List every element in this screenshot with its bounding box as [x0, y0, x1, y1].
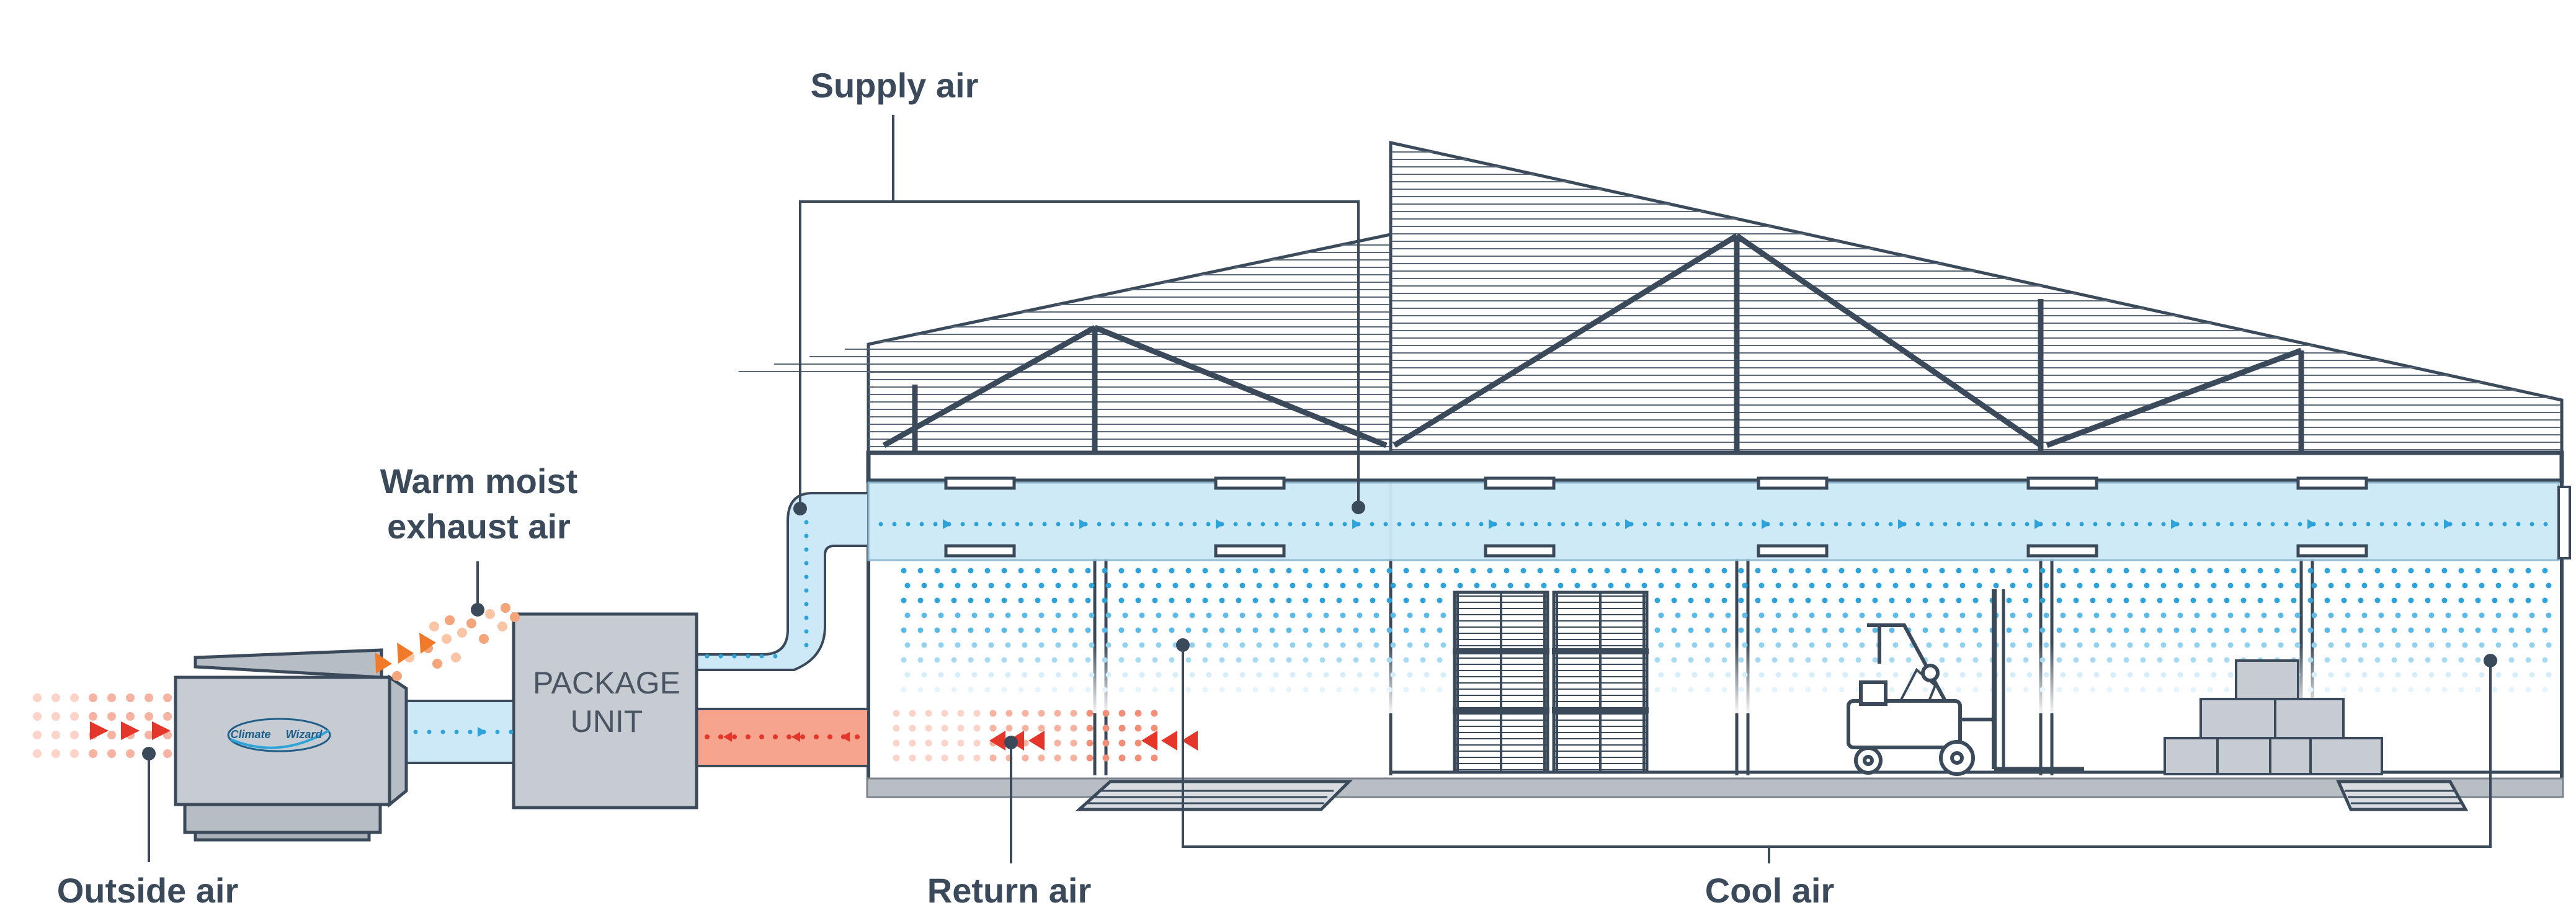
floor-grate-left	[1075, 780, 1353, 811]
supply-duct-end	[2557, 486, 2571, 559]
label-cool-air: Cool air	[1705, 871, 1834, 910]
callout-dots	[142, 501, 2497, 760]
exhaust-air-arrows	[375, 633, 436, 674]
label-warm-moist-line2: exhaust air	[387, 507, 571, 546]
roof-siding	[738, 151, 2560, 450]
supply-duct	[693, 476, 2571, 671]
return-air-flow	[705, 732, 860, 742]
supply-diffusers	[944, 476, 2368, 558]
pallet-stacks	[1453, 590, 1649, 774]
stacked-boxes	[2164, 659, 2383, 775]
climate-wizard-logo: Climate Wizard	[227, 718, 331, 752]
logo-word-wizard: Wizard	[286, 728, 323, 741]
roof-trusses	[882, 233, 2304, 453]
warehouse-building	[738, 140, 2564, 778]
forklift	[1847, 589, 2084, 776]
logo-word-climate: Climate	[230, 728, 270, 741]
cool-air-fade	[881, 558, 2556, 713]
label-return-air: Return air	[927, 871, 1092, 910]
floor	[866, 770, 2564, 811]
package-unit-label-line2: UNIT	[571, 704, 643, 739]
package-unit-label-line1: PACKAGE	[533, 666, 680, 700]
connector-air-flow	[413, 520, 809, 737]
return-duct	[693, 708, 870, 767]
outside-air-arrows	[90, 721, 171, 740]
supply-duct-connector	[693, 492, 870, 671]
return-air-dots	[893, 710, 1198, 762]
exhaust-air-dots	[392, 603, 520, 681]
supply-air-flow	[878, 519, 2548, 529]
label-outside-air: Outside air	[57, 871, 239, 910]
floor-grate-right	[2336, 780, 2469, 811]
label-warm-moist-line1: Warm moist	[380, 461, 577, 501]
roof-beam	[866, 450, 2564, 483]
callout-lines	[148, 115, 2492, 863]
package-unit: PACKAGE UNIT	[512, 612, 698, 809]
climate-wizard-unit: Climate Wizard	[174, 648, 408, 842]
label-supply-air: Supply air	[811, 66, 979, 105]
